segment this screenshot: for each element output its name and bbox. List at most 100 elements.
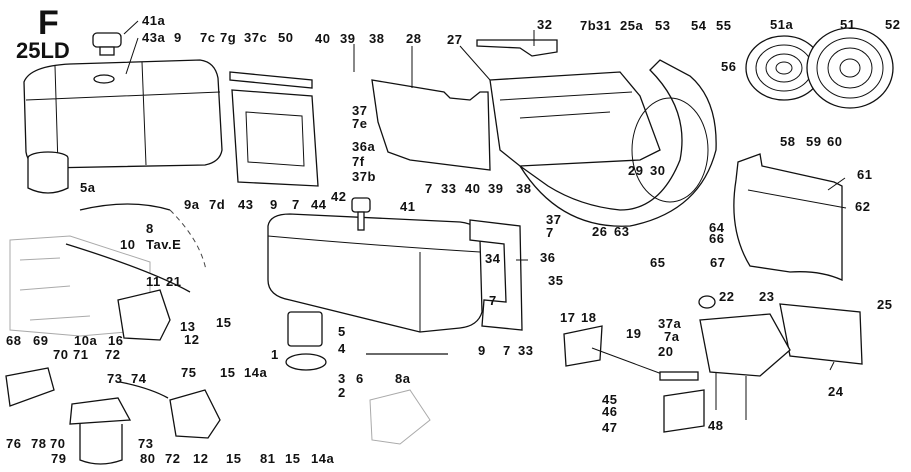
part-label: 65 [650,255,666,270]
part-label: 32 [537,17,553,32]
filter-5a [27,151,69,194]
part-label: 40 [465,181,481,196]
part-label: 67 [710,255,726,270]
part-label: 15 [285,451,301,466]
part-label: 56 [721,59,737,74]
part-label: 25a [620,18,644,33]
part-label: 62 [855,199,871,214]
part-label: 79 [51,451,67,466]
part-label: 28 [406,31,422,46]
part-label: 44 [311,197,327,212]
fan-grille-51 [806,27,894,109]
part-label: 5a [80,180,96,195]
part-label: 54 [691,18,707,33]
part-label: 30 [650,163,666,178]
eyelet-22 [698,295,716,309]
part-label: 9 [478,343,486,358]
engine-model: 25LD [16,38,70,63]
part-label: 7 [546,225,554,240]
part-label: 35 [548,273,564,288]
part-label: 41a [142,13,166,28]
dashed-leader [169,209,207,271]
part-label: 37b [352,169,376,184]
fuel-pump-12-lower [169,389,221,439]
part-label: 64 [709,220,725,235]
part-label: 1 [271,347,279,362]
part-label: 23 [759,289,775,304]
part-label: 43a [142,30,166,45]
fuel-line-74 [119,381,169,399]
part-label: 50 [278,30,294,45]
part-label: 7f [352,154,365,169]
part-label: 39 [340,31,356,46]
part-label: 37a [658,316,682,331]
part-label: 48 [708,418,724,433]
part-label: 53 [655,18,671,33]
part-label: 39 [488,181,504,196]
hose-8 [79,203,171,211]
part-label: 7 [503,343,511,358]
part-label: 61 [857,167,873,182]
part-label: 33 [441,181,457,196]
part-label: 47 [602,420,618,435]
bracket-36 [469,219,523,331]
part-label: 12 [184,332,200,347]
part-label: 21 [166,274,182,289]
part-label: 70 [53,347,69,362]
rod-20 [591,347,663,375]
part-label: 58 [780,134,796,149]
bracket-76 [5,367,55,407]
part-label: 55 [716,18,732,33]
part-label: 9a [184,197,200,212]
part-label: 24 [828,384,844,399]
part-label: 3 [338,371,346,386]
part-label: 7 [425,181,433,196]
part-label: 34 [485,251,501,266]
part-label: 72 [165,451,181,466]
part-label: 15 [226,451,242,466]
part-label: 36a [352,139,376,154]
part-label: 74 [131,371,147,386]
fuel-tank-43 [267,197,483,333]
part-label: 8a [395,371,411,386]
part-label: 16 [108,333,124,348]
part-label: 37c [244,30,268,45]
part-label: 2 [338,385,346,400]
part-label: 15 [216,315,232,330]
pump-ghost [369,389,431,445]
part-label: 46 [602,404,618,419]
part-label: 7g [220,30,237,45]
part-label: 20 [658,344,674,359]
part-label: 52 [885,17,901,32]
part-label: 7 [292,197,300,212]
part-label: 7e [352,116,368,131]
part-label: 60 [827,134,843,149]
mounting-plate-36a [229,71,319,187]
part-label: 78 [31,436,47,451]
part-label: 36 [540,250,556,265]
part-label: 68 [6,333,22,348]
part-label: 41 [400,199,416,214]
part-label: 5 [338,324,346,339]
plate-24 [779,303,863,365]
fuel-pump-12-upper [117,289,171,341]
part-label: 73 [138,436,154,451]
part-label: 80 [140,451,156,466]
part-label: 7c [200,30,216,45]
part-label: 26 [592,224,608,239]
part-label: 63 [614,224,630,239]
panel-28 [371,79,491,171]
part-label: 25 [877,297,893,312]
part-label: 7 [489,293,497,308]
part-label: 11 [146,274,161,289]
section-letter: F [38,4,59,42]
plate-47 [663,389,705,433]
part-label: 81 [260,451,276,466]
block-20 [659,371,699,381]
part-label: 15 [220,365,236,380]
part-label: 29 [628,163,644,178]
part-label: 7b [580,18,597,33]
part-label: 27 [447,32,463,47]
